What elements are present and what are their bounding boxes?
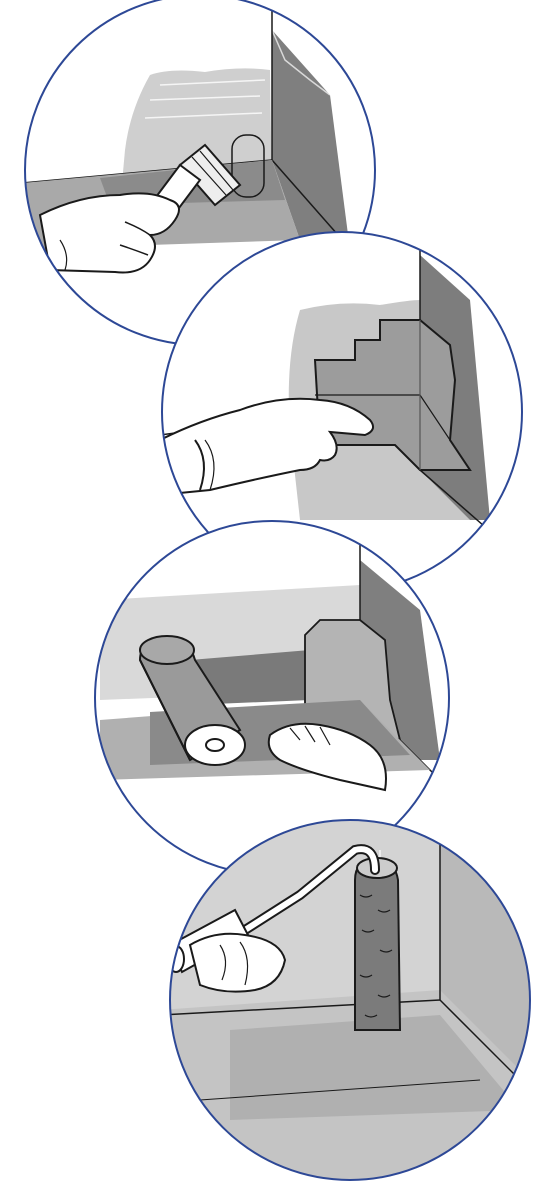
step3-illustration: [95, 521, 450, 875]
step4-illustration: [160, 820, 535, 1188]
